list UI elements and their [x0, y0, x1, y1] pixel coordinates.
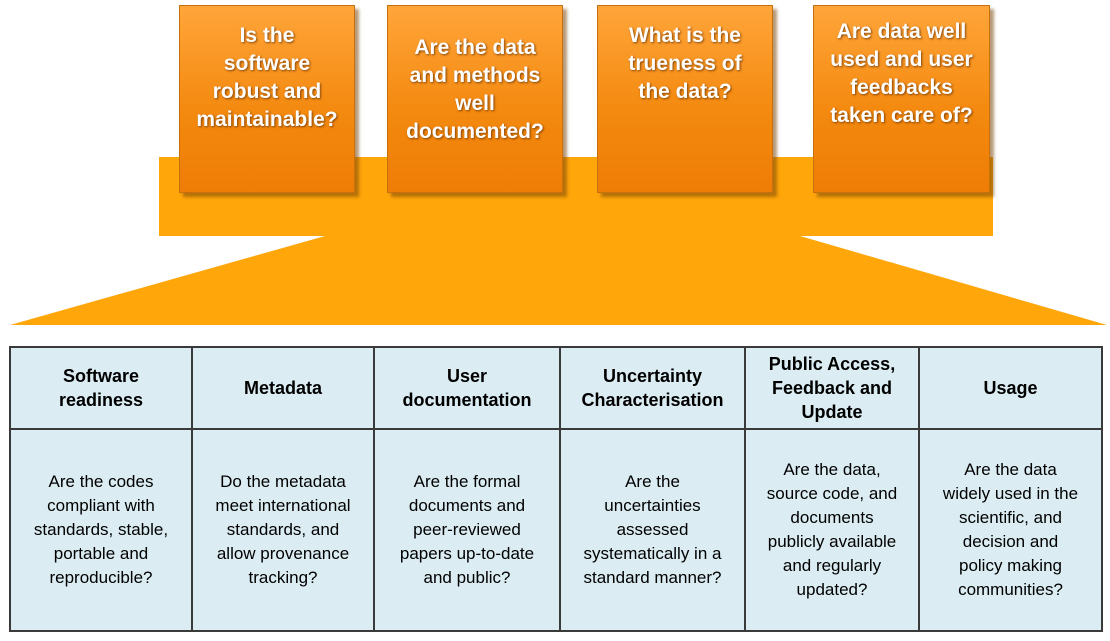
- question-box-software: Is the software robust and maintainable?: [179, 5, 355, 193]
- column-header-software-readiness: Software readiness: [9, 345, 193, 431]
- cell-metadata: Do the metadata meet international stand…: [191, 428, 375, 632]
- question-box-usage: Are data well used and user feedbacks ta…: [813, 5, 990, 193]
- question-box-text: Are the data and methods well documented…: [406, 36, 544, 143]
- column-header-public-access: Public Access, Feedback and Update: [744, 345, 920, 431]
- column-header-uncertainty: Uncertainty Characterisation: [559, 345, 746, 431]
- table-question-row: Are the codes compliant with standards, …: [9, 428, 1103, 632]
- table-header-row: Software readiness Metadata User documen…: [9, 345, 1103, 431]
- cell-software-readiness: Are the codes compliant with standards, …: [9, 428, 193, 632]
- cell-uncertainty: Are the uncertainties assessed systemati…: [559, 428, 746, 632]
- cell-usage: Are the data widely used in the scientif…: [918, 428, 1103, 632]
- maturity-matrix-table: Software readiness Metadata User documen…: [9, 345, 1103, 632]
- cell-user-documentation: Are the formal documents and peer-review…: [373, 428, 561, 632]
- cell-public-access: Are the data, source code, and documents…: [744, 428, 920, 632]
- question-box-documentation: Are the data and methods well documented…: [387, 5, 563, 193]
- column-header-usage: Usage: [918, 345, 1103, 431]
- question-box-trueness: What is the trueness of the data?: [597, 5, 773, 193]
- column-header-user-documentation: User documentation: [373, 345, 561, 431]
- column-header-metadata: Metadata: [191, 345, 375, 431]
- question-box-text: Are data well used and user feedbacks ta…: [830, 20, 973, 127]
- question-box-text: Is the software robust and maintainable?: [196, 24, 338, 131]
- question-box-text: What is the trueness of the data?: [628, 24, 742, 103]
